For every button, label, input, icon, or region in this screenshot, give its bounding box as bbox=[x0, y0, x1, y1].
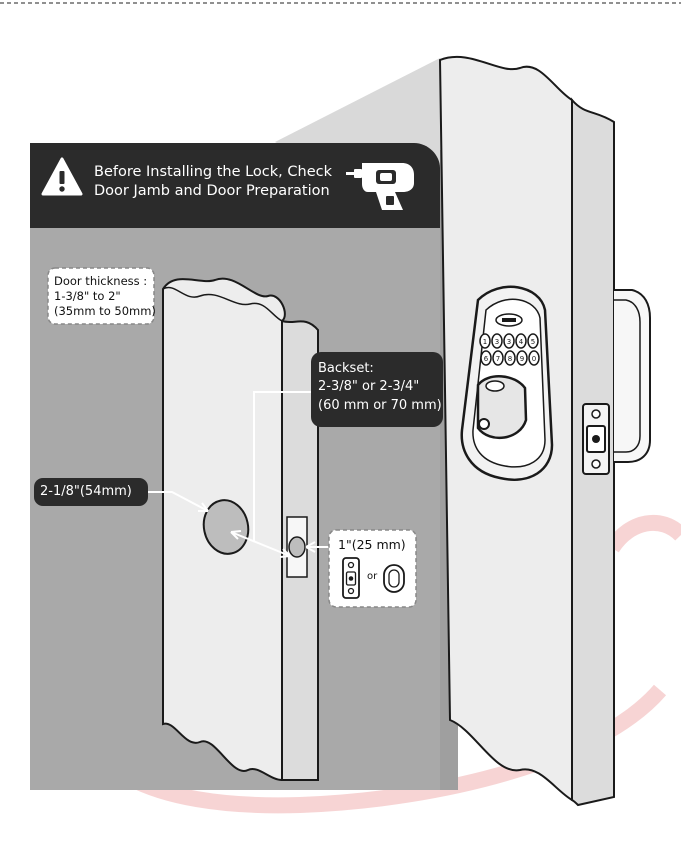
small-door bbox=[163, 279, 318, 780]
backset-text: Backset: 2-3/8" or 2-3/4" (60 mm or 70 m… bbox=[318, 360, 442, 415]
svg-text:9: 9 bbox=[520, 355, 524, 363]
latch-hole-label: 1"(25 mm) bbox=[338, 537, 406, 553]
svg-text:8: 8 bbox=[508, 355, 512, 363]
svg-text:3: 3 bbox=[495, 338, 499, 346]
backset-line-3: (60 mm or 70 mm) bbox=[318, 397, 442, 415]
bore-hole-label: 2-1/8"(54mm) bbox=[40, 484, 132, 501]
door-thickness-line-2: 1-3/8" to 2" bbox=[54, 289, 156, 304]
door-thickness-line-1: Door thickness : bbox=[54, 274, 156, 289]
banner-title-line-2: Door Jamb and Door Preparation bbox=[94, 182, 332, 201]
square-latch-plate-icon bbox=[343, 558, 359, 598]
backset-line-1: Backset: bbox=[318, 360, 442, 378]
latch-or-text: or bbox=[367, 571, 377, 584]
door-thickness-line-3: (35mm to 50mm) bbox=[54, 304, 156, 319]
svg-text:3: 3 bbox=[507, 338, 511, 346]
svg-text:5: 5 bbox=[531, 338, 535, 346]
banner-title: Before Installing the Lock, Check Door J… bbox=[94, 163, 332, 200]
round-latch-plate-icon bbox=[384, 565, 404, 592]
svg-text:6: 6 bbox=[484, 355, 489, 363]
backset-line-2: 2-3/8" or 2-3/4" bbox=[318, 378, 442, 396]
svg-text:1: 1 bbox=[483, 338, 487, 346]
door-thickness-text: Door thickness : 1-3/8" to 2" (35mm to 5… bbox=[54, 274, 156, 319]
svg-text:7: 7 bbox=[496, 355, 500, 363]
svg-text:0: 0 bbox=[532, 355, 536, 363]
svg-text:4: 4 bbox=[519, 338, 524, 346]
banner-title-line-1: Before Installing the Lock, Check bbox=[94, 163, 332, 182]
